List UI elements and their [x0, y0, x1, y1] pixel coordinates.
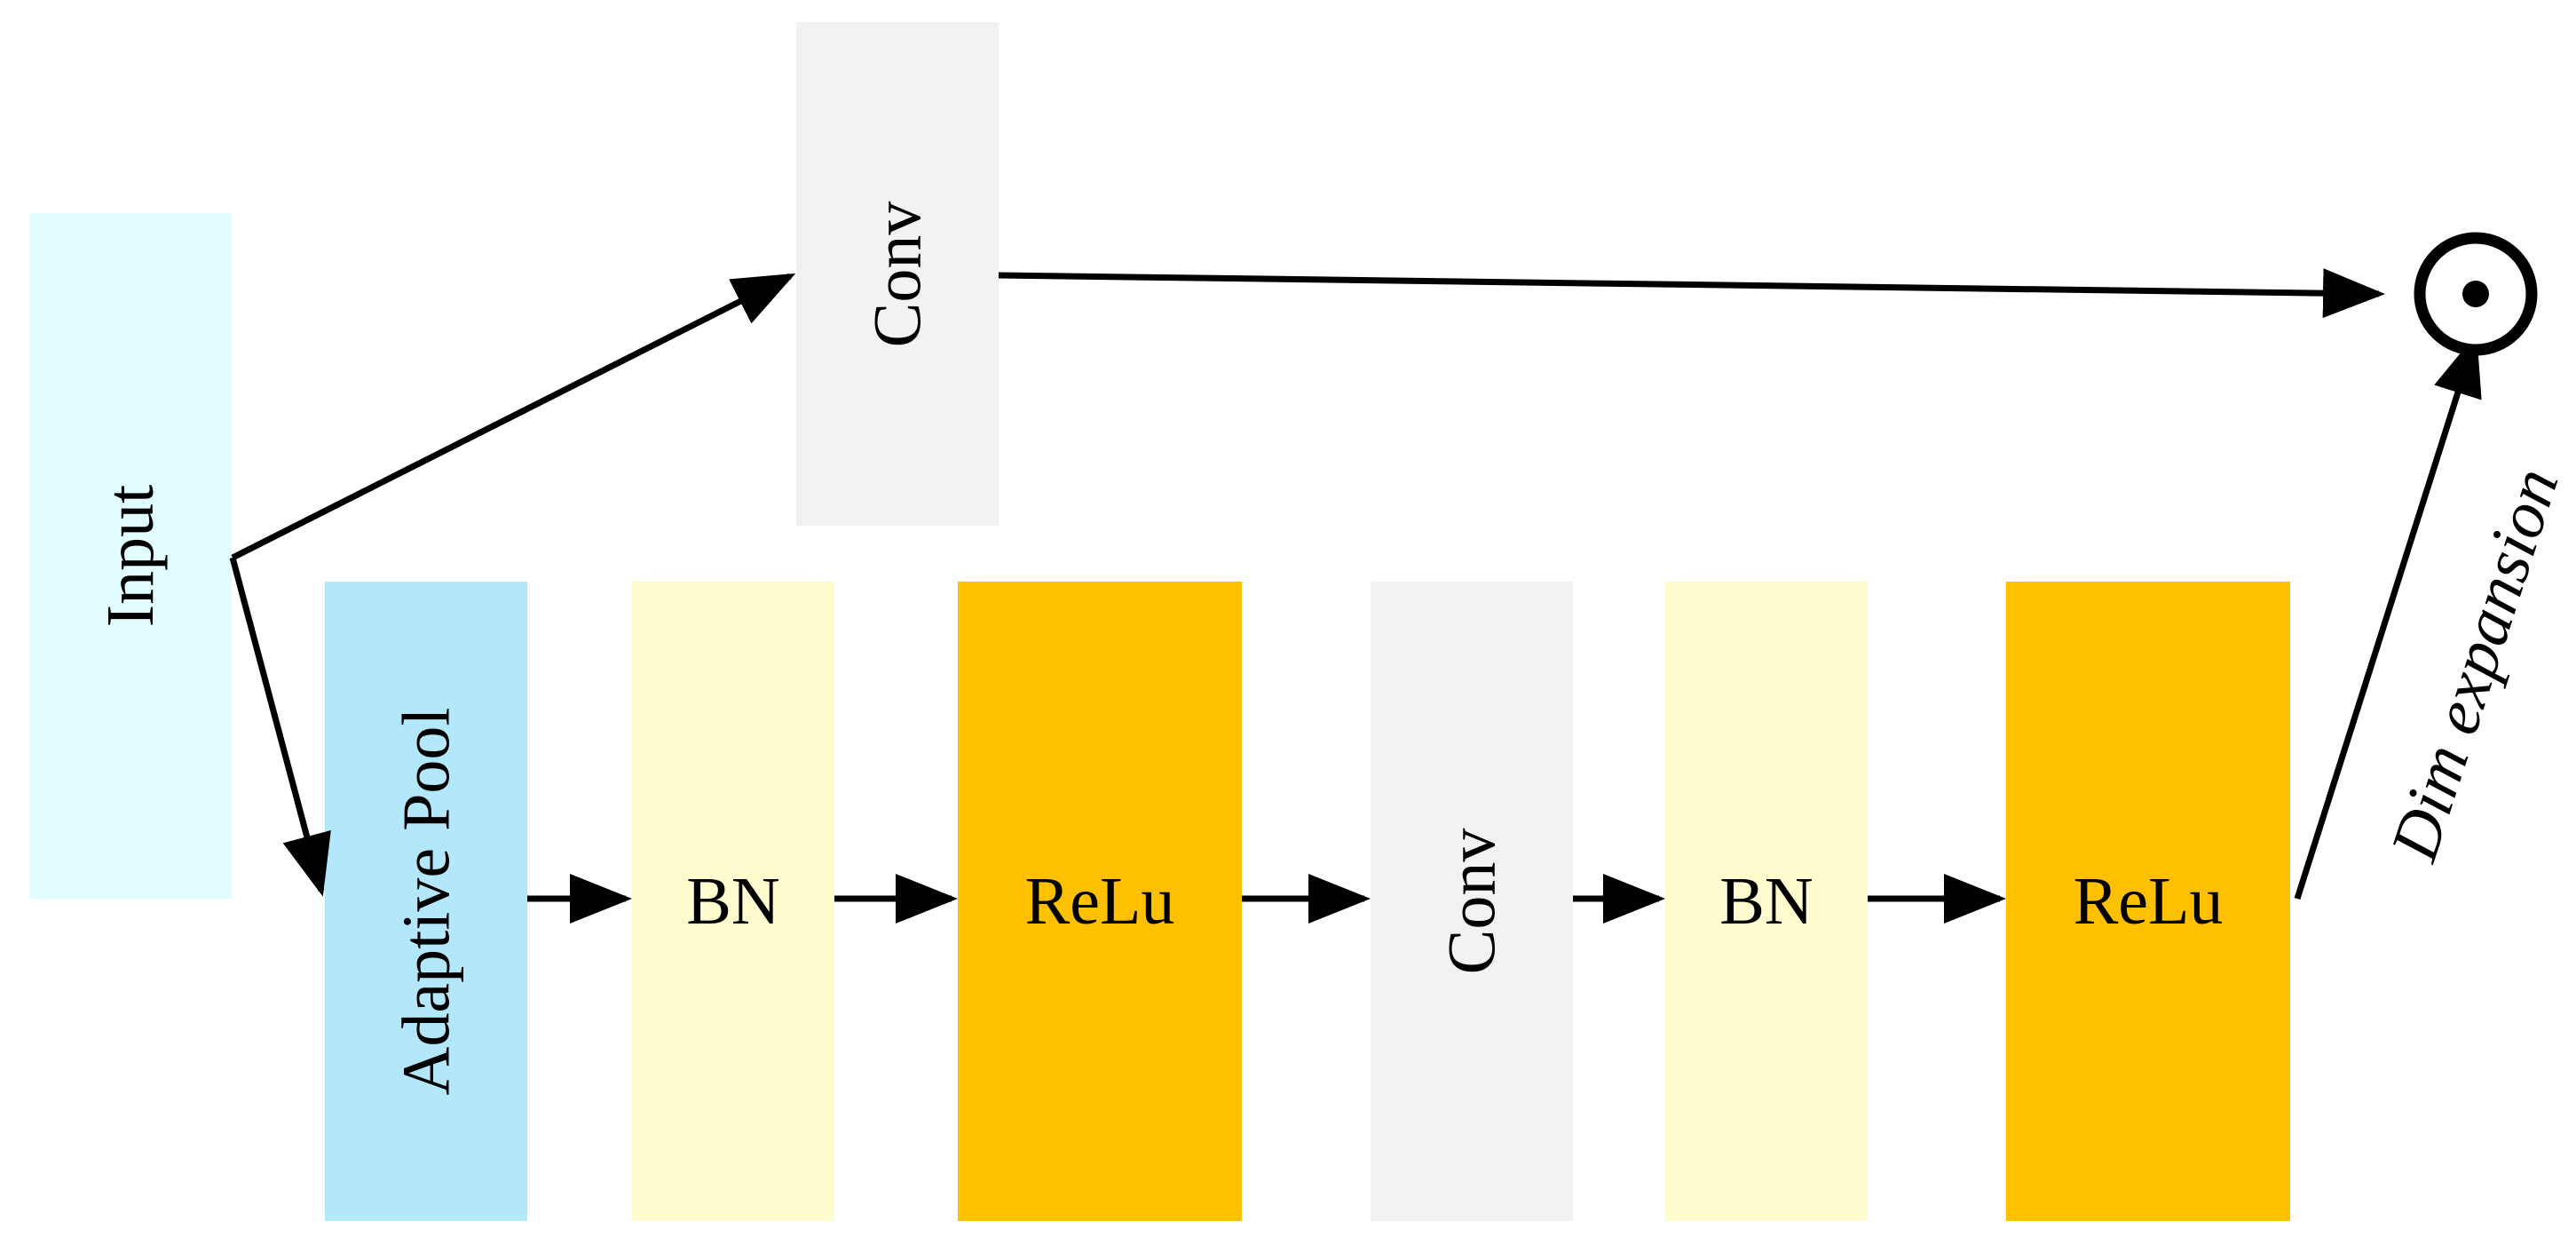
arrow-relu-to-product: [2294, 333, 2482, 900]
adaptive-pool-block: Adaptive Pool: [325, 582, 527, 1221]
bn-label-1: BN: [686, 864, 780, 939]
relu-block-2: ReLu: [2006, 582, 2290, 1221]
bn-block-2: BN: [1665, 582, 1868, 1221]
hadamard-product-icon: [2414, 232, 2538, 356]
relu-label-1: ReLu: [1024, 864, 1175, 939]
input-block: Input: [29, 213, 232, 899]
arrow-input-to-conv: [231, 273, 796, 561]
relu-label-2: ReLu: [2073, 864, 2224, 939]
arrow-input-to-pool: [229, 557, 331, 897]
bn-block-1: BN: [632, 582, 834, 1221]
relu-block-1: ReLu: [958, 582, 1242, 1221]
conv-block-2: Conv: [1371, 582, 1573, 1221]
bn-label-2: BN: [1719, 864, 1813, 939]
conv-top-block: Conv: [796, 22, 999, 526]
arrow-conv-to-product: [998, 268, 2385, 319]
